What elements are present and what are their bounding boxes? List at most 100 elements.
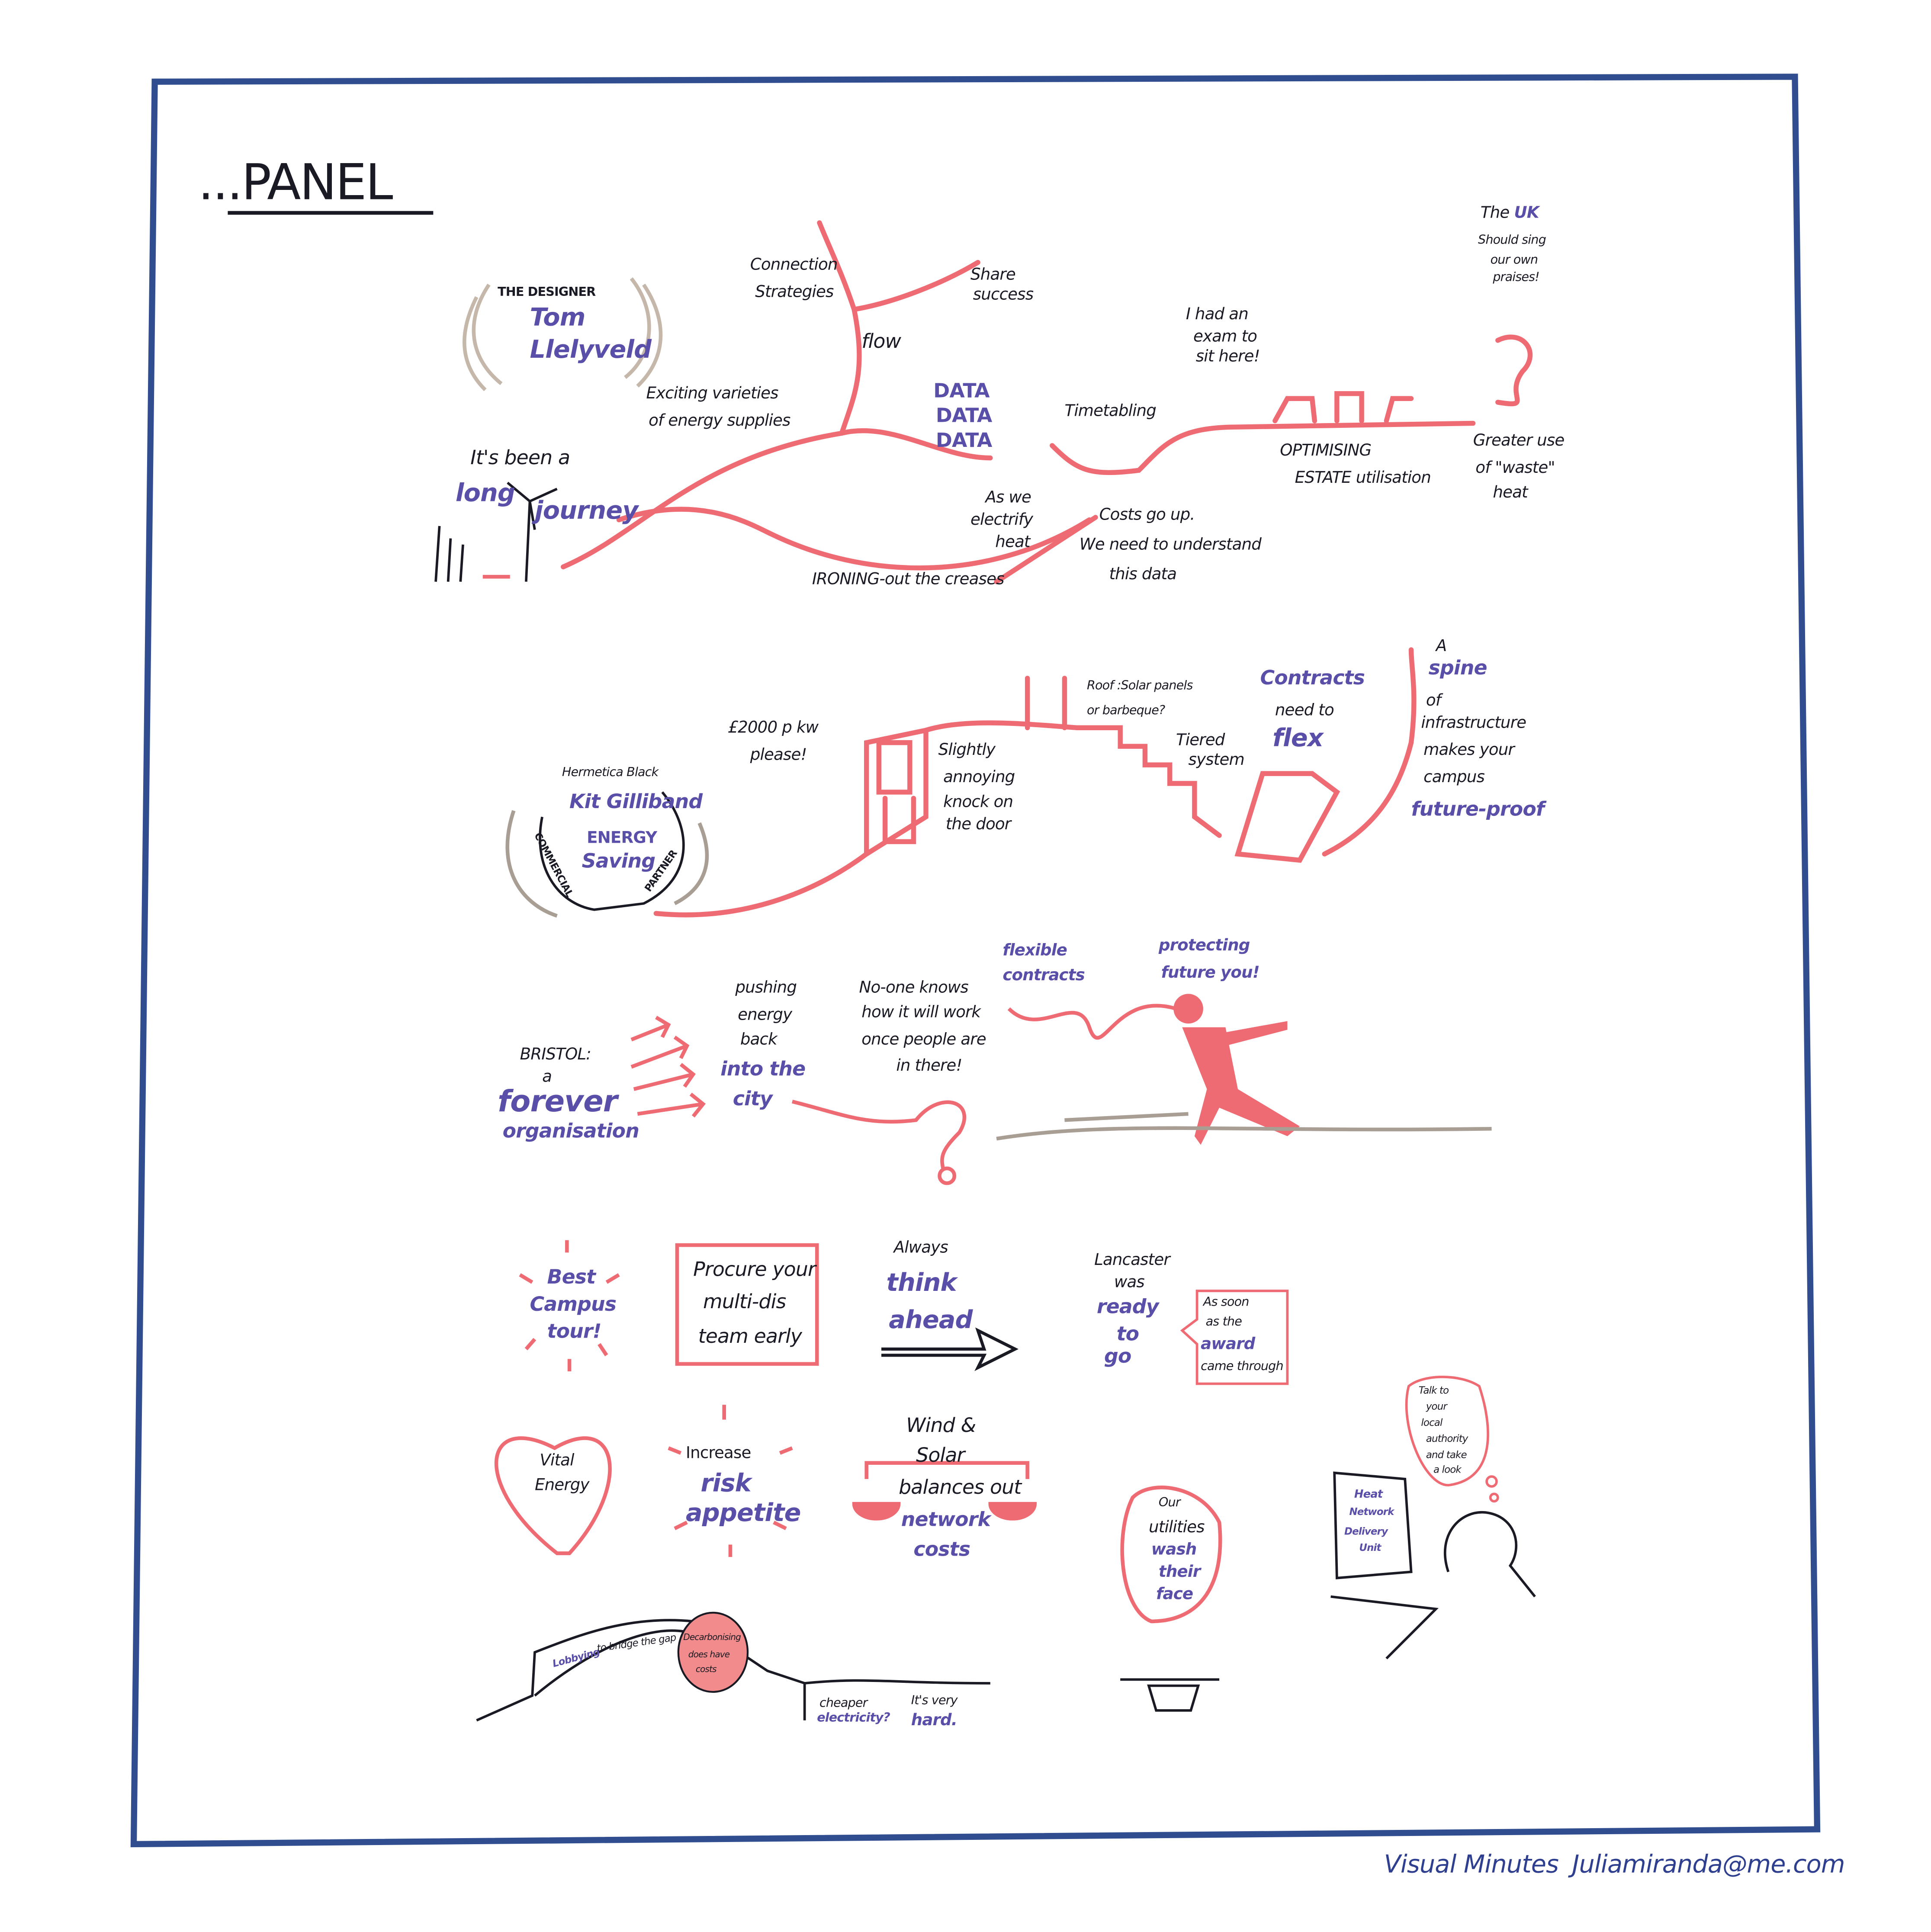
utilities-wash: wash: [1151, 1540, 1197, 1560]
hndu-text: Delivery: [1344, 1526, 1388, 1537]
pushing-text: back: [740, 1031, 778, 1050]
hndu-text: Heat: [1354, 1489, 1383, 1502]
hndu-text: Network: [1349, 1506, 1394, 1518]
exam-text: I had an: [1186, 305, 1249, 324]
journey-text: It's been a: [470, 445, 570, 469]
talk-text: authority: [1426, 1433, 1468, 1444]
footer-visual-minutes: Visual Minutes: [1384, 1849, 1559, 1879]
spine-text: campus: [1423, 768, 1485, 787]
partner-energy: ENERGY: [587, 829, 657, 848]
journey-journey: journey: [534, 495, 639, 525]
branch-connection-2: Strategies: [755, 283, 834, 302]
flexible-text: flexible: [1002, 942, 1067, 961]
designer-last-name: Llelyveld: [530, 334, 652, 364]
pushing-city: city: [733, 1086, 773, 1110]
ground-lines: [996, 1112, 1492, 1141]
footer-email[interactable]: Juliamiranda@me.com: [1572, 1849, 1845, 1879]
branch-share-2: success: [973, 286, 1034, 305]
noone-text: once people are: [861, 1031, 986, 1050]
lancaster-go: go: [1104, 1344, 1131, 1368]
walking-figure: [1173, 994, 1300, 1145]
door-text: Slightly: [938, 741, 996, 760]
decarbonising-sack: [677, 1611, 749, 1693]
exam-text-3: sit here!: [1195, 347, 1260, 366]
decarb-text: Decarbonising: [683, 1632, 741, 1643]
wind-network: network: [901, 1507, 991, 1531]
best-tour-text: Campus: [530, 1292, 617, 1316]
lancaster-to: to: [1116, 1322, 1139, 1345]
utilities-their: their: [1158, 1563, 1201, 1582]
risk-text: Increase: [685, 1444, 751, 1463]
branch-connection: Connection: [750, 256, 838, 275]
best-tour-text: Best: [547, 1264, 596, 1289]
roof-text: Roof :Solar panels: [1086, 679, 1193, 693]
waste-heat-text-3: heat: [1493, 484, 1528, 503]
tiered-text-2: system: [1188, 751, 1245, 770]
risk-appetite: appetite: [685, 1497, 801, 1528]
branch-flow: flow: [861, 329, 901, 353]
hill-path: [653, 647, 1417, 918]
hndu-text: Unit: [1359, 1542, 1381, 1553]
spine-future-proof: future-proof: [1411, 797, 1545, 821]
bristol-text: BRISTOL:: [520, 1046, 591, 1065]
wind-text: Solar: [916, 1443, 965, 1467]
hard-text: It's very: [911, 1694, 958, 1708]
lancaster-ready: ready: [1096, 1294, 1159, 1318]
award-text: As soon: [1203, 1296, 1249, 1309]
lancaster-text: Lancaster: [1094, 1251, 1170, 1270]
protecting-text-2: future you!: [1161, 964, 1260, 983]
contracts-text: Contracts: [1260, 666, 1365, 690]
risk-highlight: risk: [700, 1468, 751, 1498]
talk-text: local: [1421, 1417, 1443, 1428]
noone-text: No-one knows: [859, 979, 969, 998]
estate-text-2: ESTATE utilisation: [1295, 469, 1431, 488]
uk-text-4: praises!: [1493, 271, 1539, 285]
wind-text: balances out: [899, 1475, 1022, 1499]
best-tour-text: tour!: [547, 1319, 602, 1343]
waste-heat-text-2: of "waste": [1475, 459, 1555, 478]
thought-bubbles: [1485, 1475, 1499, 1503]
ahead-arrow-icon: [881, 1327, 1019, 1371]
data-label: DATA: [933, 379, 990, 402]
always-ahead: ahead: [889, 1304, 973, 1335]
procure-text: multi-dis: [703, 1290, 786, 1313]
utilities-text: Our: [1158, 1496, 1181, 1510]
contracts-text-2: need to: [1275, 702, 1334, 721]
designer-halo: [463, 277, 663, 392]
page-title: ...PANEL: [198, 154, 393, 212]
vital-energy-text: Vital: [540, 1451, 574, 1470]
pushing-text: energy: [738, 1006, 792, 1025]
procure-text: Procure your: [693, 1257, 816, 1281]
uk-text-3: our own: [1490, 254, 1538, 267]
bridge-drawing: [476, 1619, 990, 1722]
contracts-flex: flex: [1272, 722, 1324, 753]
pushing-into: into the: [720, 1057, 806, 1081]
cheaper-text: cheaper: [819, 1697, 868, 1711]
bristol-text-2: a: [542, 1068, 552, 1087]
door-text: knock on: [943, 793, 1013, 812]
spine-text: makes your: [1423, 741, 1515, 760]
spine-text: A: [1436, 637, 1447, 656]
timetabling-text: Timetabling: [1064, 402, 1157, 421]
talk-text: your: [1426, 1401, 1447, 1412]
journey-long: long: [455, 478, 515, 508]
price-speech-2: please!: [750, 746, 807, 765]
utilities-face: face: [1156, 1585, 1193, 1604]
decarb-text: does have: [688, 1650, 730, 1660]
decarb-text: costs: [695, 1665, 717, 1675]
noone-text: how it will work: [861, 1004, 981, 1023]
computer-desk-drawing: [1330, 1471, 1536, 1659]
cheaper-electricity: electricity?: [817, 1711, 890, 1726]
price-speech: £2000 p kw: [728, 719, 819, 738]
partner-saving: Saving: [582, 849, 655, 873]
sparkle-rays: [519, 1240, 793, 1557]
wind-costs: costs: [913, 1537, 970, 1561]
door-text: the door: [945, 815, 1011, 834]
wind-text: Wind &: [906, 1413, 976, 1437]
ironing-text: IRONING-out the creases: [812, 570, 1005, 589]
tiered-text: Tiered: [1176, 731, 1225, 750]
designer-first-name: Tom: [530, 302, 586, 332]
award-text: came through: [1201, 1360, 1283, 1374]
pushing-text: pushing: [735, 979, 797, 998]
